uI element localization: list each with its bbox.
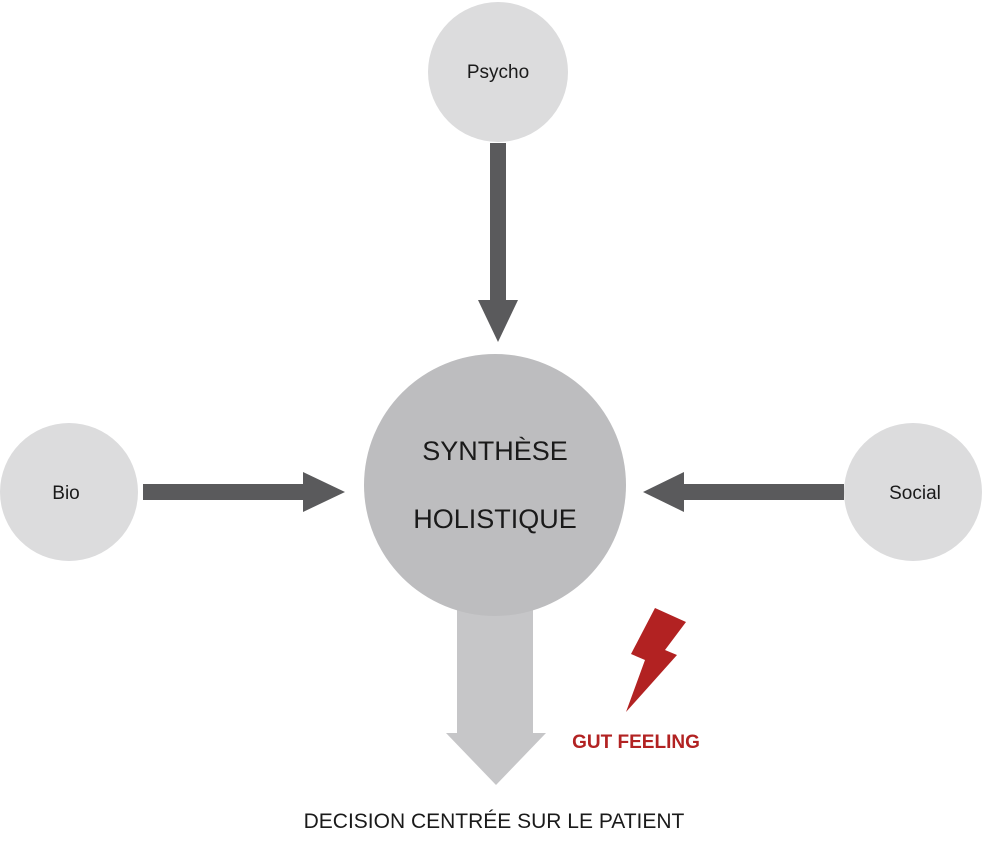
social-arrow <box>643 472 844 512</box>
social-label: Social <box>889 483 941 504</box>
synthesis-node: SYNTHÈSE HOLISTIQUE <box>364 354 626 616</box>
bio-arrow <box>143 472 345 512</box>
bio-label: Bio <box>52 483 79 504</box>
bio-node: Bio <box>0 423 138 561</box>
psycho-node: Psycho <box>428 2 568 142</box>
synthesis-line-2: HOLISTIQUE <box>413 504 577 534</box>
psycho-arrow <box>478 143 518 342</box>
decision-label: DECISION CENTRÉE SUR LE PATIENT <box>304 810 685 833</box>
lightning-bolt-icon <box>626 608 686 712</box>
gut-feeling-label: GUT FEELING <box>572 732 700 753</box>
psycho-label: Psycho <box>467 62 529 83</box>
social-node: Social <box>844 423 982 561</box>
synthesis-line-1: SYNTHÈSE <box>422 436 568 466</box>
